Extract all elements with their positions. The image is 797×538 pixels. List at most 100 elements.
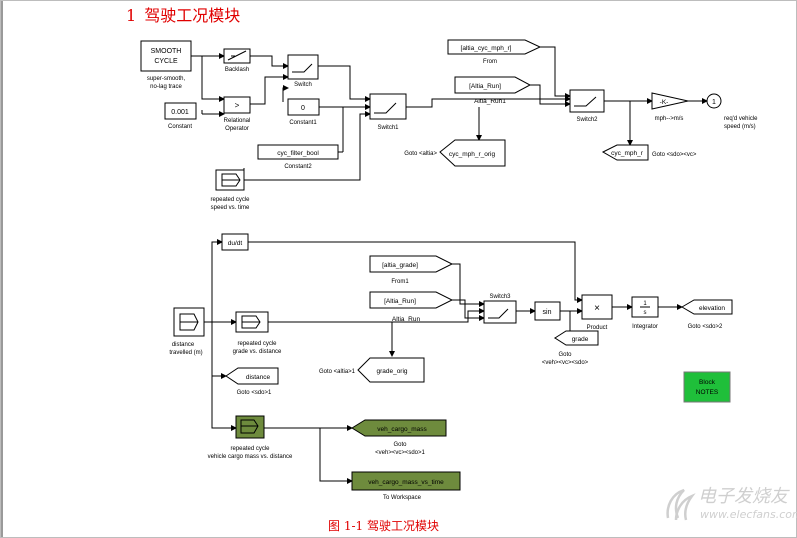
- backlash-icon: [227, 50, 247, 61]
- repeated-cycle-cargo-block[interactable]: repeated cycle vehicle cargo mass vs. di…: [208, 415, 293, 460]
- gain-symbol: -K-: [660, 99, 669, 106]
- block-notes-line2: NOTES: [696, 389, 719, 396]
- repeated-cycle-grade-block[interactable]: repeated cycle grade vs. distance: [233, 311, 282, 355]
- backlash-label: Backlash: [225, 67, 249, 73]
- cyc-filter-bool-block[interactable]: cyc_filter_bool Constant2: [257, 144, 339, 170]
- from-cyc-block[interactable]: [altia_cyc_mph_r] From: [447, 39, 542, 65]
- relational-operator-symbol: >: [235, 101, 240, 110]
- repeated-cycle-grade-label2: grade vs. distance: [233, 349, 282, 355]
- integrator-num: 1: [643, 301, 647, 307]
- distance-travelled-label2: travelled (m): [169, 350, 202, 356]
- distance-travelled-label1: distance: [172, 342, 195, 348]
- relational-operator-block[interactable]: > Relational Operator: [223, 96, 251, 132]
- to-workspace-block[interactable]: veh_cargo_mass_vs_time To Workspace: [351, 471, 461, 501]
- watermark: 电子发烧友 www.elecfans.com: [660, 480, 797, 530]
- goto-grade-orig-tag: grade_orig: [376, 368, 407, 375]
- gain-label: mph-->m/s: [655, 116, 684, 122]
- page-left-edge: [0, 0, 3, 538]
- repeated-cycle-speed-block[interactable]: repeated cycle speed vs. time: [210, 169, 250, 211]
- goto-distance-label: Goto <sdo>1: [237, 390, 272, 396]
- switch3-icon: [488, 308, 509, 319]
- repeated-cycle-speed-label2: speed vs. time: [211, 205, 250, 211]
- product-label: Product: [587, 325, 608, 331]
- goto-grade-orig-block[interactable]: grade_orig Goto <altia>1: [319, 357, 425, 383]
- repeated-cycle-grade-label1: repeated cycle: [237, 341, 277, 347]
- outport-label1: req'd vehicle: [724, 116, 758, 122]
- repeated-cycle-cargo-label1: repeated cycle: [230, 446, 270, 452]
- block-notes-line1: Block: [699, 379, 716, 386]
- switch-block[interactable]: Switch: [287, 54, 319, 88]
- from-grade-block[interactable]: [altia_grade] From1: [369, 255, 454, 285]
- backlash-block[interactable]: Backlash: [223, 48, 251, 73]
- smooth-cycle-label2: no-lag trace: [150, 84, 182, 90]
- goto-cargo-tag: veh_cargo_mass: [377, 426, 427, 433]
- from1-label: From1: [391, 279, 409, 285]
- from-grade-tag: [altia_grade]: [382, 262, 418, 269]
- section-title: 驾驶工况模块: [144, 6, 241, 25]
- cyc-filter-bool-value: cyc_filter_bool: [277, 150, 319, 157]
- smooth-cycle-line1: SMOOTH: [151, 48, 182, 55]
- derivative-block[interactable]: du/dt: [221, 233, 249, 251]
- smooth-cycle-line2: CYCLE: [154, 58, 178, 65]
- lookup-table-icon: [221, 173, 241, 187]
- goto-cyc-orig-block[interactable]: cyc_mph_r_orig Goto <altia>: [404, 139, 506, 167]
- lookup-table-icon: [179, 313, 199, 331]
- to-workspace-tag: veh_cargo_mass_vs_time: [368, 479, 444, 486]
- from-label: From: [483, 59, 497, 65]
- altia-run-label: Altia_Run: [392, 316, 421, 323]
- altia-run1-block[interactable]: [Altia_Run] Altia_Run1: [454, 76, 532, 105]
- constant-block[interactable]: 0.001 Constant: [164, 102, 197, 130]
- goto-cyc-block[interactable]: cyc_mph_r Goto <sdo><vc>: [601, 144, 697, 161]
- watermark-text: 电子发烧友: [698, 486, 788, 507]
- outport-block[interactable]: 1 req'd vehicle speed (m/s): [706, 93, 758, 130]
- switch1-icon: [374, 102, 397, 114]
- switch2-icon: [574, 96, 597, 107]
- altia-run-tag: [Altia_Run]: [384, 298, 416, 305]
- sin-text: sin: [543, 309, 552, 316]
- relational-operator-label1: Relational: [224, 118, 251, 124]
- product-block[interactable]: × Product: [581, 294, 613, 331]
- watermark-logo-icon: [666, 488, 696, 521]
- distance-travelled-block[interactable]: distance travelled (m): [169, 307, 205, 356]
- to-workspace-label: To Workspace: [383, 495, 422, 501]
- switch3-block[interactable]: Switch3: [483, 294, 517, 324]
- goto-elevation-label: Goto <sdo>2: [688, 324, 723, 330]
- goto-cyc-tag: cyc_mph_r: [611, 150, 644, 157]
- switch1-block[interactable]: Switch1: [369, 93, 407, 131]
- outport-number: 1: [712, 99, 716, 106]
- goto-cargo-label1: Goto: [393, 442, 407, 448]
- watermark-url: www.elecfans.com: [700, 508, 797, 521]
- switch-label: Switch: [294, 82, 312, 88]
- goto-cargo-block[interactable]: veh_cargo_mass Goto <veh><vc><sdo>1: [351, 419, 447, 456]
- goto-elevation-block[interactable]: elevation Goto <sdo>2: [681, 299, 733, 330]
- block-notes[interactable]: Block NOTES: [683, 371, 731, 403]
- goto-cyc-label: Goto <sdo><vc>: [652, 152, 697, 158]
- constant1-block[interactable]: 0 Constant1: [287, 98, 320, 126]
- goto-distance-block[interactable]: distance Goto <sdo>1: [225, 367, 279, 396]
- lookup-table-icon: [240, 419, 259, 434]
- goto-elevation-tag: elevation: [699, 305, 725, 312]
- altia-run1-label: Altia_Run1: [474, 98, 506, 105]
- integrator-label: Integrator: [632, 324, 658, 330]
- relational-operator-label2: Operator: [225, 126, 249, 132]
- figure-caption: 图 1-1 驾驶工况模块: [328, 519, 439, 533]
- goto-grade-orig-label: Goto <altia>1: [319, 369, 356, 375]
- smooth-cycle-label1: super-smooth,: [147, 76, 186, 82]
- signal-lines: [191, 46, 708, 484]
- smooth-cycle-block[interactable]: SMOOTH CYCLE super-smooth, no-lag trace: [140, 40, 192, 90]
- constant1-label: Constant1: [289, 120, 317, 126]
- goto-grade-tag: grade: [572, 336, 589, 343]
- altia-run-block[interactable]: [Altia_Run] Altia_Run: [369, 291, 454, 323]
- switch3-label: Switch3: [489, 294, 511, 300]
- sin-block[interactable]: sin: [534, 301, 561, 321]
- goto-grade-label1: Goto: [558, 352, 572, 358]
- constant1-value: 0: [301, 105, 305, 112]
- constant-label: Constant: [168, 124, 192, 130]
- switch2-block[interactable]: Switch2: [569, 89, 605, 123]
- goto-grade-label2: <veh><vc><sdo>: [542, 360, 589, 366]
- gain-block[interactable]: -K- mph-->m/s: [651, 92, 689, 122]
- goto-grade-block[interactable]: grade Goto <veh><vc><sdo>: [542, 330, 599, 366]
- integrator-block[interactable]: 1 s Integrator: [631, 296, 659, 330]
